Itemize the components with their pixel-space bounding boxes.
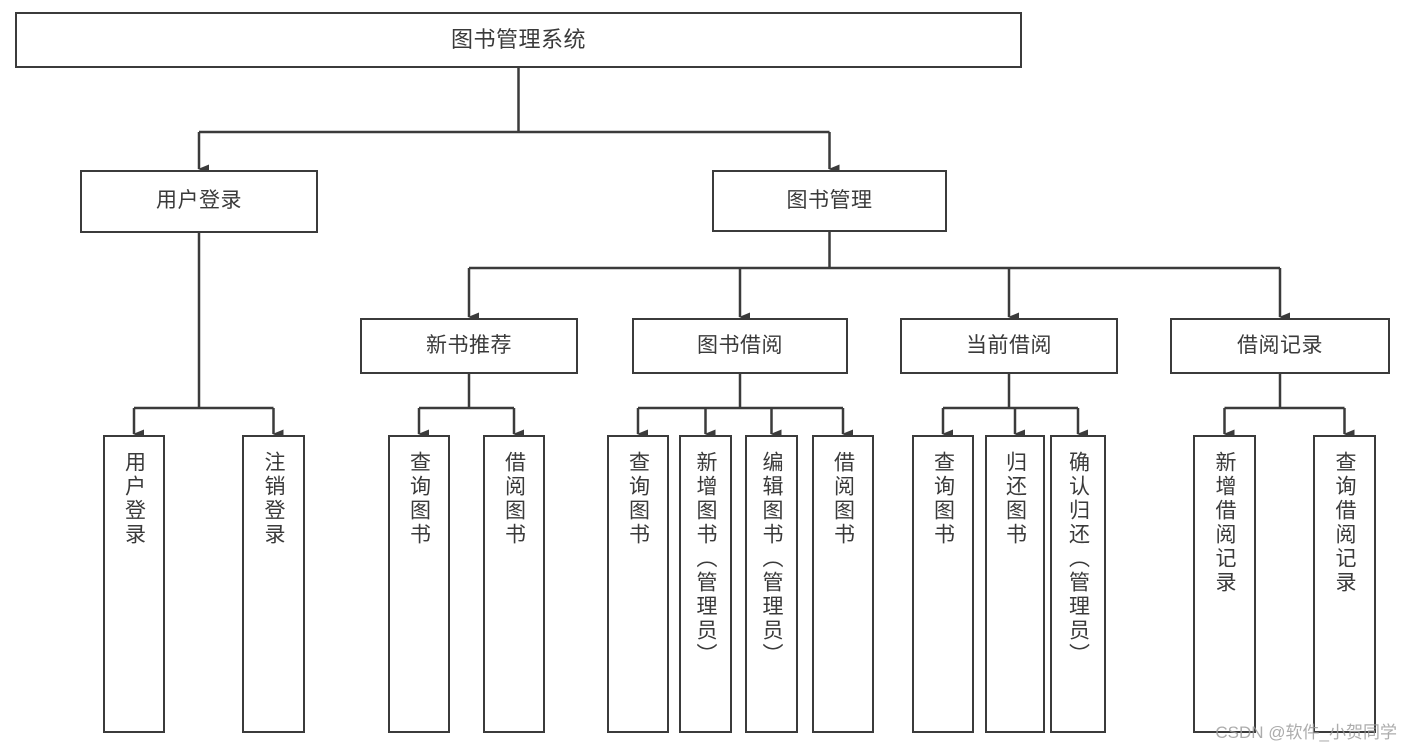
node-label-l-login: 用户登录 — [122, 451, 146, 547]
node-l-c-return[interactable]: 归还图书 — [985, 435, 1045, 733]
node-label-newbook: 新书推荐 — [426, 333, 512, 357]
node-label-l-r-query: 查询借阅记录 — [1333, 451, 1356, 595]
node-label-login: 用户登录 — [156, 189, 242, 213]
node-label-records: 借阅记录 — [1237, 333, 1323, 357]
node-login[interactable]: 用户登录 — [80, 170, 318, 233]
node-label-l-r-add: 新增借阅记录 — [1213, 451, 1236, 595]
node-root[interactable]: 图书管理系统 — [15, 12, 1022, 68]
node-current[interactable]: 当前借阅 — [900, 318, 1118, 374]
node-label-l-c-confirm: 确认归还（管理员） — [1066, 451, 1090, 667]
node-label-l-nb-query: 查询图书 — [407, 451, 431, 547]
node-label-l-b-query: 查询图书 — [626, 451, 650, 547]
node-l-c-query[interactable]: 查询图书 — [912, 435, 974, 733]
watermark: CSDN @软件_小贺同学 — [1215, 723, 1397, 742]
node-l-b-add[interactable]: 新增图书（管理员） — [679, 435, 732, 733]
node-bookmgmt[interactable]: 图书管理 — [712, 170, 947, 232]
node-l-logout[interactable]: 注销登录 — [242, 435, 305, 733]
node-label-l-b-add: 新增图书（管理员） — [694, 451, 717, 667]
node-l-nb-borrow[interactable]: 借阅图书 — [483, 435, 545, 733]
node-label-l-b-edit: 编辑图书（管理员） — [760, 451, 783, 667]
node-newbook[interactable]: 新书推荐 — [360, 318, 578, 374]
node-label-borrow: 图书借阅 — [697, 333, 783, 357]
node-l-b-borrow[interactable]: 借阅图书 — [812, 435, 874, 733]
node-label-l-b-borrow: 借阅图书 — [831, 451, 855, 547]
node-records[interactable]: 借阅记录 — [1170, 318, 1390, 374]
node-label-l-c-return: 归还图书 — [1003, 451, 1027, 547]
node-l-c-confirm[interactable]: 确认归还（管理员） — [1050, 435, 1106, 733]
node-label-current: 当前借阅 — [966, 333, 1052, 357]
node-borrow[interactable]: 图书借阅 — [632, 318, 848, 374]
node-label-root: 图书管理系统 — [450, 27, 586, 53]
node-l-r-query[interactable]: 查询借阅记录 — [1313, 435, 1376, 733]
node-label-bookmgmt: 图书管理 — [786, 188, 873, 212]
node-l-b-edit[interactable]: 编辑图书（管理员） — [745, 435, 798, 733]
node-l-login[interactable]: 用户登录 — [103, 435, 165, 733]
node-label-l-logout: 注销登录 — [262, 451, 285, 547]
node-l-nb-query[interactable]: 查询图书 — [388, 435, 450, 733]
node-l-b-query[interactable]: 查询图书 — [607, 435, 669, 733]
node-l-r-add[interactable]: 新增借阅记录 — [1193, 435, 1256, 733]
node-label-l-c-query: 查询图书 — [931, 451, 955, 547]
node-label-l-nb-borrow: 借阅图书 — [502, 451, 526, 547]
